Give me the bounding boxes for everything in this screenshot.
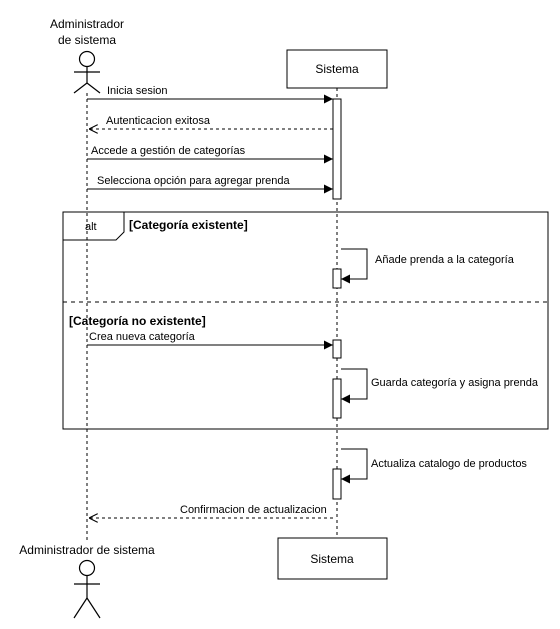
actor-top-label-line2: de sistema <box>58 33 116 47</box>
system-bottom-label: Sistema <box>310 552 354 566</box>
message-confirm-update-label: Confirmacion de actualizacion <box>180 504 327 516</box>
message-login-label: Inicia sesion <box>107 85 168 97</box>
activation-bar-update <box>332 468 342 500</box>
activation-bar-create <box>332 339 342 359</box>
message-add-to-category-arrow <box>341 248 368 284</box>
alt-fragment-operator: alt <box>85 221 97 233</box>
message-save-assign-arrow <box>341 368 368 404</box>
alt-fragment-operator-tab <box>63 211 125 241</box>
message-select-add-label: Selecciona opción para agregar prenda <box>97 175 291 187</box>
guard-new-category: [Categoría no existente] <box>69 314 206 328</box>
activation-bar-main <box>332 98 342 200</box>
alt-fragment-frame <box>62 211 549 430</box>
message-save-assign-label: Guarda categoría y asigna prenda <box>371 377 539 389</box>
activation-bar-add <box>332 268 342 289</box>
actor-top-figure <box>73 50 101 94</box>
message-create-category-label: Crea nueva categoría <box>89 331 196 343</box>
actor-bottom-figure <box>73 559 101 619</box>
system-top-label: Sistema <box>315 62 359 76</box>
message-update-catalog-arrow <box>341 448 368 484</box>
system-bottom-box <box>277 537 388 580</box>
actor-top-label-line1: Administrador <box>50 17 124 31</box>
actor-bottom-label: Administrador de sistema <box>19 543 155 557</box>
system-top-box <box>286 49 388 89</box>
activation-bar-save <box>332 378 342 419</box>
message-auth-ok-label: Autenticacion exitosa <box>106 115 211 127</box>
guard-existing-category: [Categoría existente] <box>129 218 248 232</box>
message-add-to-category-label: Añade prenda a la categoría <box>375 254 515 266</box>
message-access-categories-label: Accede a gestión de categorías <box>91 145 246 157</box>
message-update-catalog-label: Actualiza catalogo de productos <box>371 458 527 470</box>
